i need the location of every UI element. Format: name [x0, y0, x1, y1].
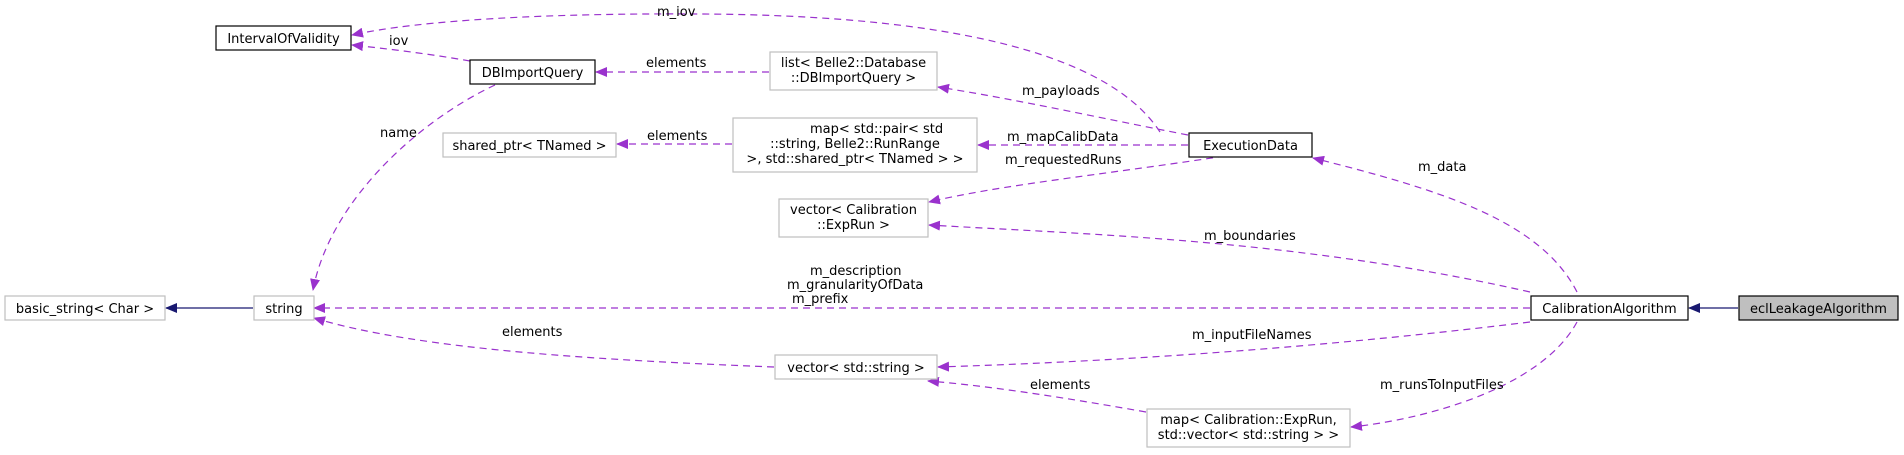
- edge-label-elements-shared: elements: [647, 129, 708, 144]
- node-label-map-line1: map< std::pair< std: [810, 122, 943, 137]
- node-label-shared-ptr: shared_ptr< TNamed >: [452, 139, 606, 154]
- node-shared-ptr-tnamed[interactable]: shared_ptr< TNamed >: [442, 132, 617, 158]
- node-vector-exprun[interactable]: vector< Calibration ::ExpRun >: [778, 198, 929, 238]
- edge-label-m-requestedruns: m_requestedRuns: [1005, 153, 1122, 168]
- node-label-map-runs-line2: std::vector< std::string > >: [1158, 428, 1339, 443]
- node-label-list-line1: list< Belle2::Database: [781, 56, 926, 71]
- node-string[interactable]: string: [253, 295, 315, 321]
- node-db-import-query[interactable]: DBImportQuery: [469, 59, 596, 85]
- nodes: IntervalOfValidity DBImportQuery list< B…: [4, 25, 1899, 448]
- edge-label-m-mapcalibdata: m_mapCalibData: [1007, 130, 1119, 145]
- edge-iov: [351, 41, 471, 62]
- edge-label-elements-string: elements: [502, 325, 563, 340]
- edges: m_iov iov elements m_payloads name eleme…: [165, 5, 1738, 431]
- node-basic-string[interactable]: basic_string< Char >: [4, 295, 166, 321]
- node-label-ecl-leakage-algorithm: eclLeakageAlgorithm: [1750, 302, 1887, 317]
- node-label-vector-exprun-line1: vector< Calibration: [790, 203, 917, 218]
- node-ecl-leakage-algorithm[interactable]: eclLeakageAlgorithm: [1738, 295, 1899, 321]
- node-label-interval-of-validity: IntervalOfValidity: [227, 32, 340, 47]
- node-map-runs-to-input[interactable]: map< Calibration::ExpRun, std::vector< s…: [1146, 408, 1351, 448]
- edge-label-m-iov: m_iov: [657, 5, 696, 20]
- edge-m-runstoinputfiles: [1350, 321, 1578, 431]
- node-label-map-runs-line1: map< Calibration::ExpRun,: [1160, 413, 1337, 428]
- edge-label-m-description: m_description: [810, 264, 901, 279]
- node-label-execution-data: ExecutionData: [1203, 139, 1298, 154]
- node-label-vector-string: vector< std::string >: [787, 361, 924, 376]
- edge-label-name: name: [380, 126, 417, 141]
- node-label-basic-string: basic_string< Char >: [16, 302, 154, 317]
- node-label-calibration-algorithm: CalibrationAlgorithm: [1542, 302, 1676, 317]
- node-interval-of-validity[interactable]: IntervalOfValidity: [215, 25, 352, 51]
- node-label-map-line2: ::string, Belle2::RunRange: [770, 137, 940, 152]
- edge-m-iov: [351, 13, 1161, 133]
- edge-label-m-data: m_data: [1418, 160, 1466, 175]
- node-execution-data[interactable]: ExecutionData: [1188, 132, 1313, 158]
- node-label-list-line2: ::DBImportQuery >: [791, 71, 916, 86]
- edge-label-elements-vector: elements: [1030, 378, 1091, 393]
- edge-elements-string: [313, 316, 775, 368]
- edge-label-m-granularity: m_granularityOfData: [787, 278, 923, 293]
- edge-label-m-payloads: m_payloads: [1022, 84, 1100, 99]
- node-map-run-range[interactable]: map< std::pair< std ::string, Belle2::Ru…: [732, 117, 978, 173]
- edge-label-m-prefix: m_prefix: [792, 292, 849, 307]
- edge-name: [310, 84, 496, 291]
- edge-label-m-runstoinputfiles: m_runsToInputFiles: [1380, 378, 1504, 393]
- node-label-string: string: [265, 302, 302, 317]
- edge-label-iov: iov: [389, 34, 409, 49]
- edge-label-elements-dbquery: elements: [646, 56, 707, 71]
- edge-m-boundaries: [928, 220, 1531, 293]
- node-label-vector-exprun-line2: ::ExpRun >: [817, 218, 890, 233]
- edge-m-data: [1312, 155, 1578, 293]
- node-vector-string[interactable]: vector< std::string >: [774, 354, 938, 380]
- node-label-db-import-query: DBImportQuery: [482, 66, 584, 81]
- node-label-map-line3: >, std::shared_ptr< TNamed > >: [746, 152, 963, 167]
- edge-m-requestedruns: [928, 155, 1226, 205]
- edge-label-m-inputfilenames: m_inputFileNames: [1192, 328, 1312, 343]
- node-calibration-algorithm[interactable]: CalibrationAlgorithm: [1530, 295, 1689, 321]
- edge-label-m-boundaries: m_boundaries: [1204, 229, 1296, 244]
- node-list-db-import-query[interactable]: list< Belle2::Database ::DBImportQuery >: [769, 51, 938, 91]
